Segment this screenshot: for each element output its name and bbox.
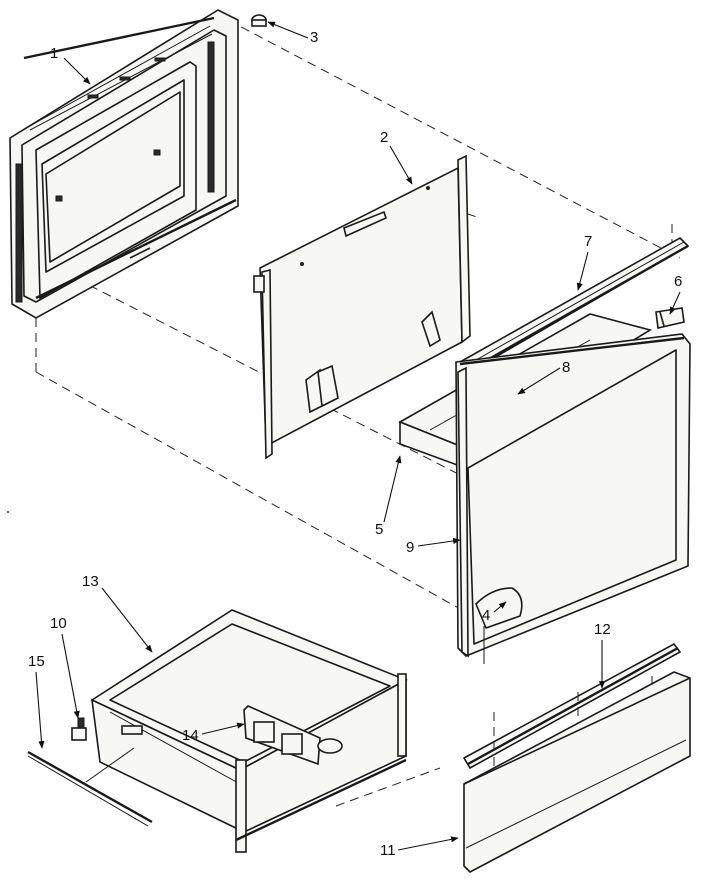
handle-part: [655, 307, 685, 329]
roller-part: [71, 717, 87, 741]
callout-1: 1: [50, 45, 58, 62]
callout-10: 10: [50, 615, 67, 632]
callout-11: 11: [380, 842, 396, 859]
callout-12: 12: [594, 621, 611, 638]
callout-8: 8: [562, 359, 570, 376]
callout-15: 15: [28, 653, 45, 670]
callout-9: 9: [406, 539, 414, 556]
callout-14: 14: [182, 727, 199, 744]
drawer-part: [90, 609, 408, 853]
callout-5: 5: [375, 521, 383, 538]
kick-panel-part: [463, 671, 691, 873]
callout-labels: 1 2 3 4 5 6 7 8 9 10 11 12 13 14 15: [28, 21, 682, 859]
callout-13: 13: [82, 573, 99, 590]
inner-panel-part: [253, 154, 471, 460]
oven-door-frame-part: [9, 9, 239, 319]
drawer-bracket-part: [243, 705, 343, 766]
callout-2: 2: [380, 129, 388, 146]
rod-part: [27, 747, 153, 827]
outer-door-panel-part: [455, 333, 691, 664]
top-trim-part: [458, 224, 690, 376]
callout-6: 6: [674, 273, 682, 290]
callout-3: 3: [310, 29, 318, 46]
screw-part: [251, 14, 267, 27]
stray-mark: [7, 511, 9, 513]
callout-7: 7: [584, 233, 592, 250]
callout-4: 4: [482, 607, 490, 624]
